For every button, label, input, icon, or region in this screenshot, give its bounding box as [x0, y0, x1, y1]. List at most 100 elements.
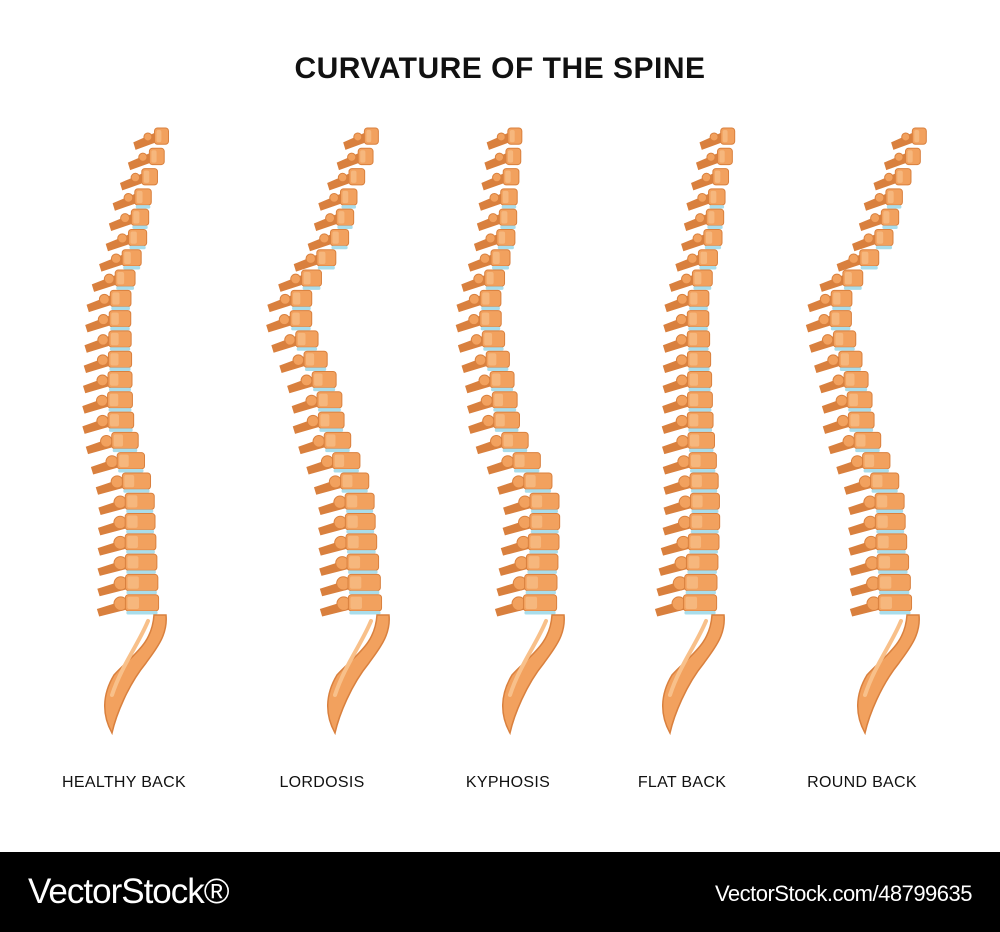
vertebra-highlight — [690, 535, 702, 549]
vertebra-facet — [675, 414, 689, 428]
intervertebral-disc — [878, 570, 908, 574]
intervertebral-disc — [882, 225, 898, 229]
vertebra-highlight — [708, 211, 715, 224]
vertebra-highlight — [840, 353, 849, 366]
vertebra-highlight — [849, 393, 858, 407]
sacrum — [662, 614, 725, 736]
sacrum-highlight — [863, 619, 903, 697]
vertebra-highlight — [831, 312, 840, 325]
vertebra-highlight — [110, 332, 119, 346]
intervertebral-disc — [347, 550, 376, 554]
vertebra-highlight — [833, 292, 841, 305]
vertebra-facet — [333, 495, 347, 509]
intervertebral-disc — [109, 387, 131, 392]
vertebra-facet — [468, 314, 480, 326]
vertebra-facet — [678, 515, 692, 530]
vertebra-facet — [333, 515, 348, 530]
vertebra-facet — [96, 394, 109, 407]
intervertebral-disc — [493, 408, 517, 412]
vertebra-highlight — [719, 150, 725, 163]
vertebra-highlight — [320, 414, 330, 427]
vertebra-highlight — [109, 393, 119, 407]
spine-lordosis — [266, 127, 390, 736]
intervertebral-disc — [690, 529, 719, 534]
sacrum-highlight — [668, 619, 708, 697]
vertebra-highlight — [531, 515, 543, 528]
vertebra-facet — [676, 435, 689, 448]
vertebra-facet — [678, 495, 692, 509]
vertebra-facet — [319, 233, 330, 244]
vertebra-highlight — [503, 434, 513, 447]
vertebra-highlight — [127, 515, 138, 528]
vertebra-highlight — [688, 556, 700, 569]
vertebra-highlight — [127, 556, 139, 569]
vertebra-facet — [848, 253, 859, 264]
vertebra-highlight — [133, 211, 140, 224]
vertebra-facet — [501, 455, 515, 469]
vertebra-facet — [835, 394, 848, 407]
vertebra-highlight — [350, 576, 362, 589]
intervertebral-disc — [129, 245, 146, 250]
vertebra-highlight — [492, 373, 501, 386]
intervertebral-disc — [349, 611, 381, 615]
vertebra-highlight — [846, 373, 855, 386]
vertebra-highlight — [494, 393, 503, 407]
vertebra-facet — [353, 132, 363, 142]
vertebra-facet — [479, 253, 491, 264]
sacrum — [857, 614, 920, 736]
brand-logo[interactable]: VectorStock® — [28, 872, 230, 911]
vertebra-highlight — [700, 251, 708, 265]
vertebra-highlight — [856, 434, 866, 447]
intervertebral-disc — [502, 448, 528, 453]
vertebra-facet — [468, 293, 480, 305]
vertebra-facet — [675, 354, 688, 366]
vertebra-highlight — [112, 292, 120, 305]
spine-kyphosis — [455, 127, 565, 736]
vertebra-highlight — [501, 211, 508, 224]
intervertebral-disc — [834, 347, 855, 351]
intervertebral-disc — [126, 570, 156, 574]
footer-bar: VectorStock® VectorStock.com/48799635 — [0, 852, 1000, 932]
label-kyphosis: KYPHOSIS — [465, 774, 551, 791]
vertebra-highlight — [326, 434, 336, 447]
vertebra-highlight — [878, 535, 889, 549]
vertebra-highlight — [507, 150, 514, 163]
intervertebral-disc — [341, 489, 368, 493]
vertebra-highlight — [350, 170, 357, 183]
intervertebral-disc — [108, 408, 132, 412]
vertebra-facet — [675, 334, 688, 346]
intervertebral-disc — [514, 468, 540, 473]
vertebra-facet — [706, 152, 716, 162]
intervertebral-disc — [305, 367, 327, 371]
intervertebral-disc — [529, 550, 558, 554]
intervertebral-disc — [296, 347, 318, 351]
label-flat-back: FLAT BACK — [637, 774, 727, 791]
intervertebral-disc — [126, 611, 158, 615]
vertebra-highlight — [505, 170, 511, 183]
vertebra-facet — [130, 172, 141, 183]
vertebra-facet — [284, 334, 296, 346]
vertebra-highlight — [113, 434, 123, 447]
vertebra-facet — [518, 495, 532, 509]
vertebra-highlight — [876, 231, 884, 244]
vertebra-highlight — [864, 454, 875, 467]
vertebra-highlight — [156, 130, 162, 143]
intervertebral-disc — [691, 489, 718, 493]
intervertebral-disc — [492, 266, 510, 270]
intervertebral-disc — [691, 509, 719, 514]
vertebra-highlight — [861, 251, 869, 265]
vertebra-facet — [98, 293, 110, 305]
sacrum-highlight — [333, 619, 373, 697]
vertebra-highlight — [528, 556, 540, 569]
intervertebral-disc — [325, 448, 350, 453]
vertebra-highlight — [130, 231, 137, 244]
vertebra-highlight — [127, 495, 138, 508]
vertebra-facet — [496, 132, 506, 142]
intervertebral-disc — [349, 590, 380, 595]
intervertebral-disc — [863, 468, 889, 473]
vertebra-facet — [117, 233, 128, 244]
intervertebral-disc — [501, 205, 517, 209]
vertebra-facet — [836, 414, 850, 428]
vertebra-highlight — [877, 495, 888, 508]
vertebra-highlight — [835, 332, 844, 346]
